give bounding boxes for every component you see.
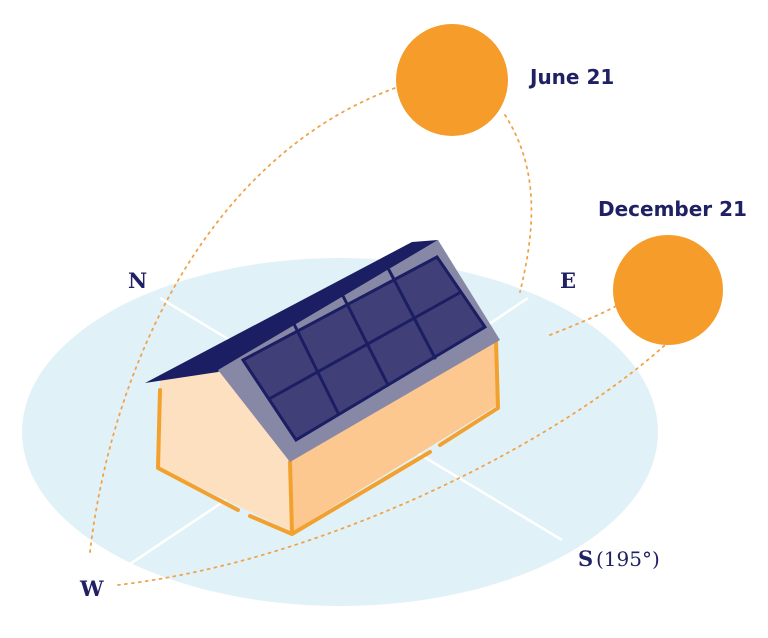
solar-panel-array [240, 255, 488, 443]
house-front-wall [160, 365, 292, 532]
june-sun [396, 24, 508, 136]
june-sun-path [89, 87, 396, 553]
december-sun-label: December 21 [598, 197, 747, 221]
compass-west: W [79, 576, 104, 601]
house-side-wall [290, 340, 498, 532]
compass-south: S [578, 546, 593, 571]
compass-south-degrees: (195°) [596, 547, 660, 571]
june-sun-path-east [504, 114, 533, 293]
december-sun [613, 235, 723, 345]
house-wall-edges [156, 338, 500, 536]
compass-east: E [560, 268, 576, 293]
june-sun-label: June 21 [528, 65, 614, 89]
roof-back [145, 240, 438, 383]
solar-panel-grid [267, 268, 463, 415]
house [145, 240, 500, 536]
december-sun-path-east [549, 304, 619, 336]
compass-north: N [128, 268, 147, 293]
december-sun-path [117, 344, 666, 586]
